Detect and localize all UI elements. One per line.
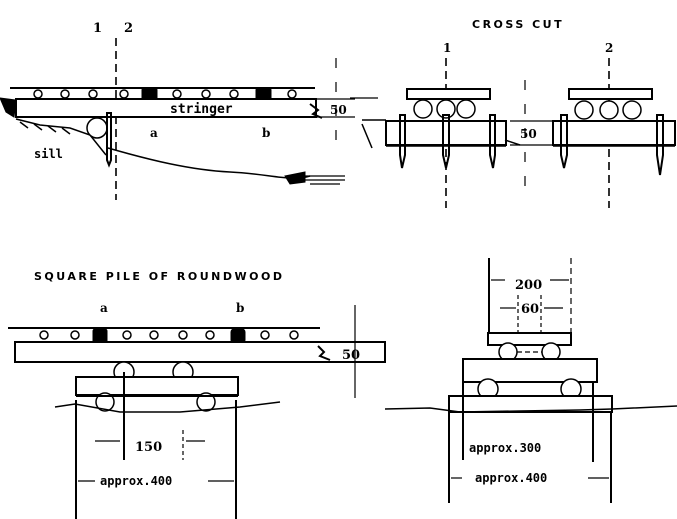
cross-mark-2: 2 bbox=[605, 41, 613, 55]
cross-cut-view: CROSS CUT 1 2 50 bbox=[350, 18, 676, 208]
mid-width-dim: approx.300 bbox=[469, 441, 541, 455]
pile-nail-a bbox=[92, 328, 108, 344]
stringer-label: stringer bbox=[170, 102, 233, 117]
sill-log bbox=[86, 117, 108, 139]
end-deck bbox=[487, 332, 572, 346]
side-view: 1 2 stringer sill bbox=[0, 21, 355, 200]
point-b-label: b bbox=[262, 126, 270, 140]
end-ground-line bbox=[384, 405, 677, 413]
pile-spacing-dim: 150 bbox=[135, 440, 162, 455]
pile-deck-logs bbox=[39, 330, 299, 340]
pile-height-dim: 50 bbox=[342, 348, 360, 363]
inner-dim: 60 bbox=[521, 302, 539, 317]
pile-end-view: 200 60 approx.300 approx.400 bbox=[384, 258, 677, 503]
cross-mark-1: 1 bbox=[443, 41, 451, 55]
pile-stringer bbox=[14, 341, 386, 363]
pile-width-dim: approx.400 bbox=[100, 474, 172, 488]
stringer-beam bbox=[15, 98, 317, 118]
cross-deck-1 bbox=[406, 88, 491, 100]
top-width-dim: 200 bbox=[515, 278, 542, 293]
abutment-edge bbox=[0, 97, 17, 118]
sill-label: sill bbox=[34, 147, 63, 161]
cross-height-dim: 50 bbox=[520, 127, 537, 141]
square-pile-view: SQUARE PILE OF ROUNDWOOD a b 50 bbox=[8, 270, 386, 519]
pile-ground-line bbox=[54, 401, 281, 413]
pile-upper-sill bbox=[75, 376, 239, 396]
section-mark-2: 2 bbox=[124, 21, 133, 36]
point-a-label: a bbox=[150, 126, 158, 140]
cross-sill-2 bbox=[552, 120, 676, 146]
base-width-dim: approx.400 bbox=[475, 471, 547, 485]
square-pile-title: SQUARE PILE OF ROUNDWOOD bbox=[34, 270, 284, 283]
cross-deck-2 bbox=[568, 88, 653, 100]
break-mark bbox=[309, 103, 323, 119]
pile-point-b: b bbox=[236, 301, 244, 315]
water-lines bbox=[300, 175, 345, 185]
sill-stake bbox=[106, 112, 112, 168]
end-lower-sill bbox=[448, 395, 613, 413]
ground-line bbox=[107, 147, 311, 179]
waterline-mark bbox=[284, 171, 306, 185]
height-dim-label: 50 bbox=[330, 103, 347, 117]
end-upper-sill bbox=[462, 358, 598, 383]
cross-cut-title: CROSS CUT bbox=[472, 18, 564, 31]
section-mark-1: 1 bbox=[93, 21, 102, 36]
pile-nail-b bbox=[230, 328, 246, 344]
pile-point-a: a bbox=[100, 301, 108, 315]
